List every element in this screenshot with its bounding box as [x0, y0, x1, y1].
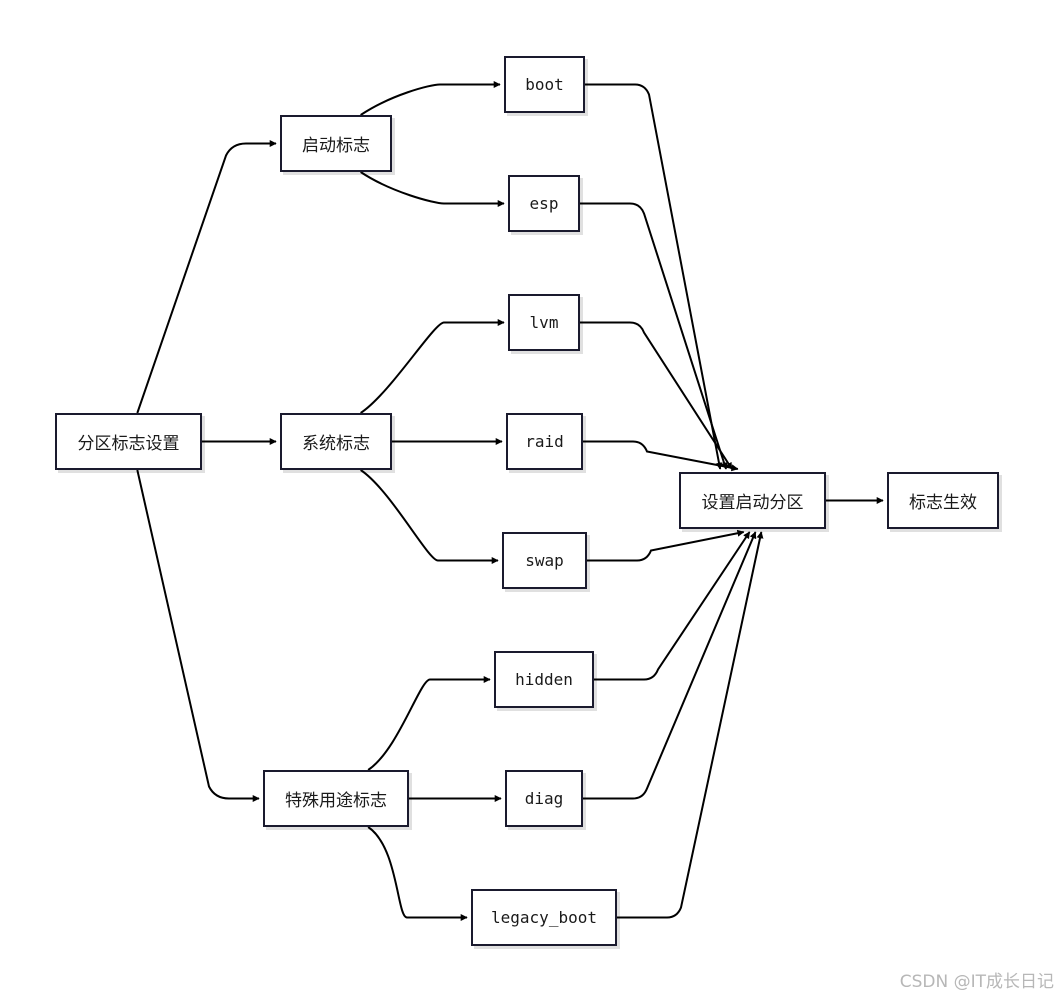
edge-hidden-to-set_boot_partition [594, 531, 751, 681]
node-system-flags: 系统标志 [280, 413, 392, 470]
edge-boot-to-set_boot_partition [585, 83, 723, 470]
edge-boot_flags-to-esp [360, 171, 505, 207]
edge-system_flags-to-lvm [360, 319, 505, 414]
node-hidden: hidden [494, 651, 594, 708]
edge-root-to-special_flags [136, 469, 260, 802]
node-boot: boot [504, 56, 585, 113]
edge-lvm-to-set_boot_partition [580, 321, 733, 470]
edge-esp-to-set_boot_partition [580, 202, 728, 470]
watermark: CSDN @IT成长日记 [899, 972, 1054, 992]
edge-raid-to-set_boot_partition [583, 440, 739, 472]
edge-special_flags-to-hidden [367, 676, 491, 771]
node-lvm: lvm [508, 294, 580, 351]
edge-system_flags-to-swap [360, 469, 499, 564]
node-legacy-boot: legacy_boot [471, 889, 617, 946]
node-special-purpose-flags: 特殊用途标志 [263, 770, 409, 827]
edge-swap-to-set_boot_partition [587, 529, 745, 562]
node-partition-flag-settings: 分区标志设置 [55, 413, 202, 470]
node-diag: diag [505, 770, 583, 827]
node-esp: esp [508, 175, 580, 232]
node-swap: swap [502, 532, 587, 589]
node-set-boot-partition: 设置启动分区 [679, 472, 826, 529]
edge-root-to-boot_flags [136, 140, 277, 414]
node-flag-effective: 标志生效 [887, 472, 999, 529]
node-boot-flags: 启动标志 [280, 115, 392, 172]
edge-special_flags-to-legacy_boot [367, 826, 468, 921]
node-raid: raid [506, 413, 583, 470]
edge-boot_flags-to-boot [360, 81, 501, 116]
edge-legacy_boot-to-set_boot_partition [617, 531, 764, 919]
edge-diag-to-set_boot_partition [583, 531, 757, 800]
